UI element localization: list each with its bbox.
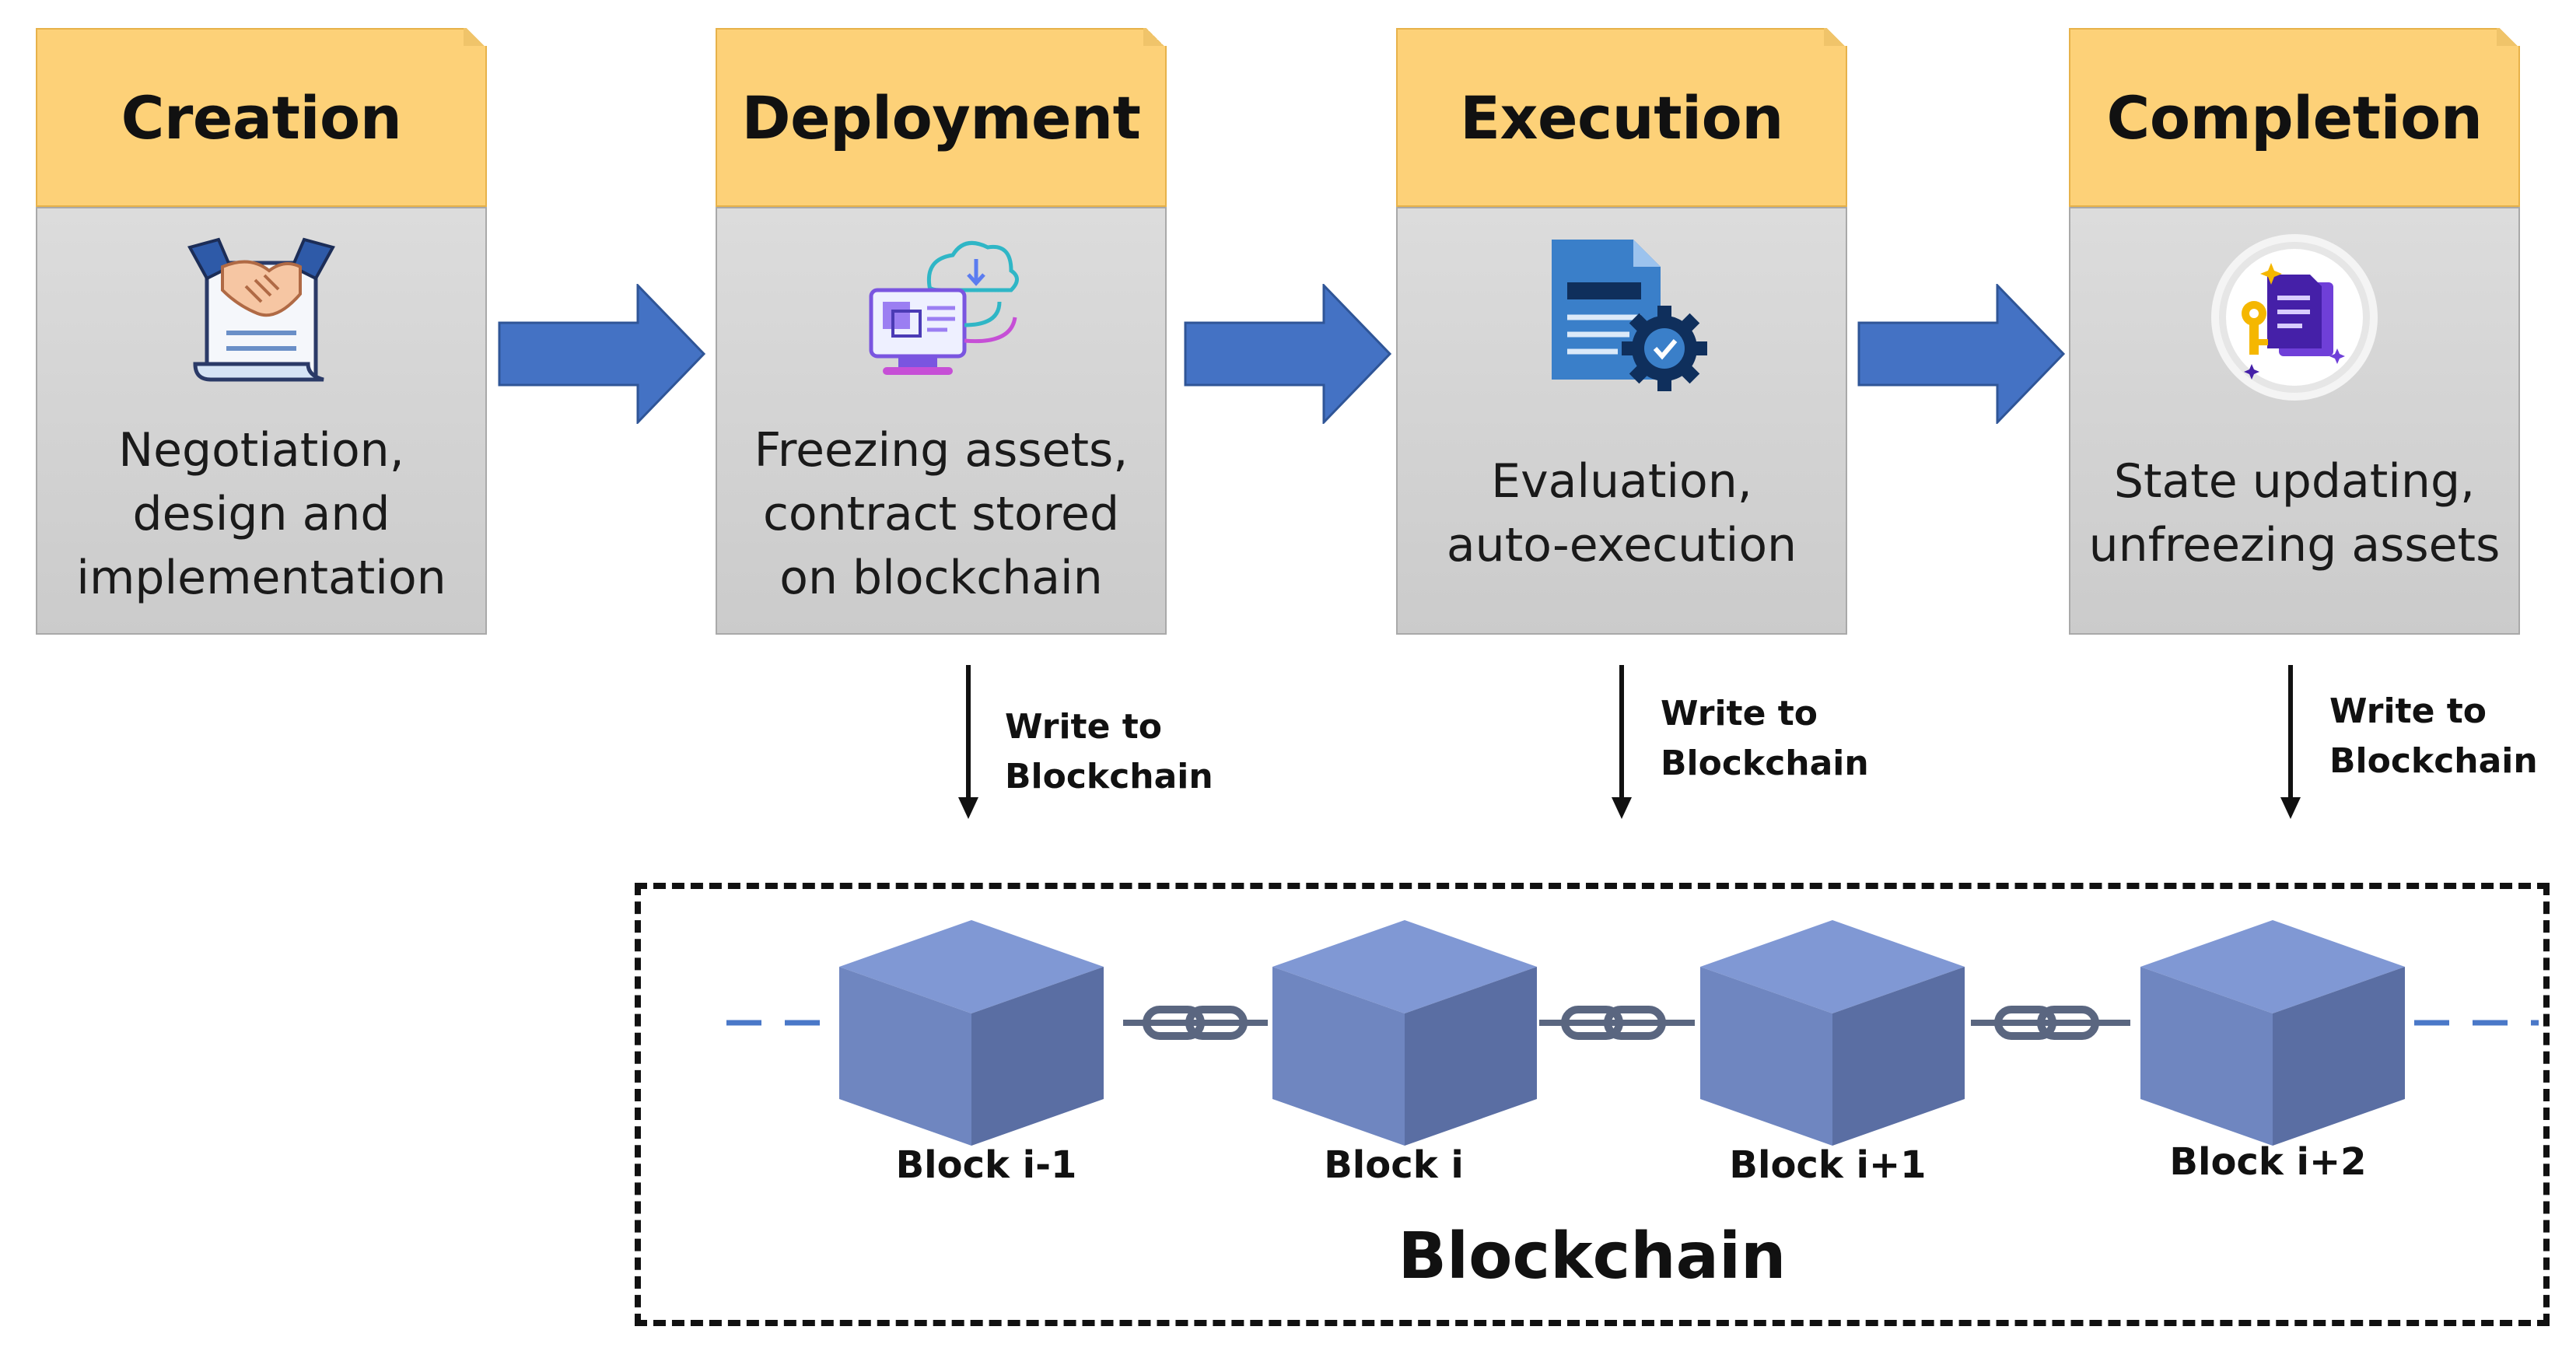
blockchain-frame: Block i-1 Block i Block i+1 Block i+2 Bl…	[635, 883, 2550, 1326]
stage-header: Completion	[2069, 28, 2520, 207]
stage-body: State updating, unfreezing assets	[2069, 207, 2520, 635]
block-label: Block i+2	[2169, 1140, 2367, 1184]
flow-arrow-execution-completion	[1857, 284, 2066, 424]
write-to-blockchain-label: Write to Blockchain	[2329, 691, 2538, 781]
stage-title: Creation	[121, 82, 402, 152]
write-arrow-completion	[2280, 665, 2301, 819]
flow-arrow-deployment-execution	[1184, 284, 1392, 424]
block-cube	[839, 920, 1104, 1146]
header-fold	[464, 28, 487, 46]
handshake-contract-icon	[187, 237, 335, 382]
stage-title: Execution	[1460, 82, 1783, 152]
stage-description: Evaluation, auto-execution	[1446, 454, 1797, 572]
stage-body: Negotiation, design and implementation	[36, 207, 487, 635]
cloud-computer-icon	[869, 240, 1019, 375]
block-cube	[1272, 920, 1537, 1146]
stage-execution: Execution	[1396, 28, 1847, 635]
header-fold	[1824, 28, 1847, 46]
key-document-icon	[2211, 234, 2378, 401]
block-label: Block i+1	[1729, 1143, 1927, 1187]
stage-body: Freezing assets, contract stored on bloc…	[716, 207, 1167, 635]
blockchain-graphic	[726, 920, 2539, 1146]
header-fold	[2497, 28, 2520, 46]
document-gear-icon	[1552, 240, 1707, 391]
stage-title: Completion	[2106, 82, 2483, 152]
block-label: Block i	[1324, 1143, 1464, 1187]
stage-header: Deployment	[716, 28, 1167, 207]
header-fold	[1143, 28, 1167, 46]
block-cube	[1700, 920, 1965, 1146]
write-to-blockchain-label: Write to Blockchain	[1005, 707, 1213, 796]
write-arrow-deployment	[958, 665, 978, 819]
stage-title: Deployment	[741, 82, 1141, 152]
blockchain-title: Blockchain	[1398, 1220, 1787, 1293]
stage-deployment: Deployment Freezing assets, contract sto…	[716, 28, 1167, 635]
block-label: Block i-1	[895, 1143, 1077, 1187]
stage-description: Negotiation, design and implementation	[76, 423, 446, 605]
stage-completion: Completion State updating, unfreezing as…	[2069, 28, 2520, 635]
stage-description: State updating, unfreezing assets	[2088, 454, 2501, 572]
block-cube	[2140, 920, 2405, 1146]
flow-arrow-creation-deployment	[498, 284, 706, 424]
stage-creation: Creation Negotiation, design and impleme…	[36, 28, 487, 635]
write-to-blockchain-label: Write to Blockchain	[1661, 694, 1869, 783]
stage-description: Freezing assets, contract stored on bloc…	[754, 423, 1129, 605]
write-arrow-execution	[1612, 665, 1632, 819]
stage-header: Creation	[36, 28, 487, 207]
stage-body: Evaluation, auto-execution	[1396, 207, 1847, 635]
stage-header: Execution	[1396, 28, 1847, 207]
